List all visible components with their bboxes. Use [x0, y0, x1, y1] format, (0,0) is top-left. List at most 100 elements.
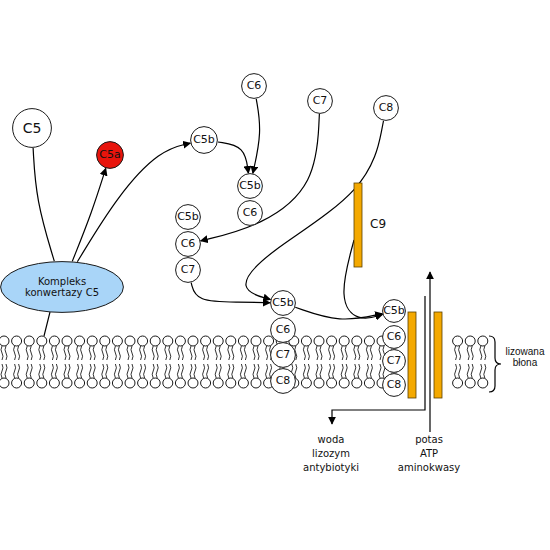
- protein-bar: C9: [354, 183, 362, 267]
- text-holder: C8: [382, 373, 406, 397]
- lipid-head: [163, 378, 173, 388]
- enzyme-complex: Kompleks konwertazy C5: [0, 261, 124, 313]
- lipid-tail: [152, 346, 158, 360]
- complement-protein: C5b: [175, 204, 201, 230]
- circle-shape: [176, 205, 201, 230]
- lipid-head: [24, 378, 34, 388]
- anchor-line: [44, 312, 50, 336]
- influx-arrow: [429, 272, 430, 432]
- protein-label: C7: [181, 264, 196, 277]
- reaction-arrow: [77, 143, 190, 262]
- lipid-head: [314, 378, 324, 388]
- lipid-head: [12, 378, 22, 388]
- text-holder: Kompleks konwertazy C5: [0, 261, 124, 313]
- circle-shape: [374, 96, 399, 121]
- lipid-head: [12, 336, 22, 346]
- lipid-tail: [455, 364, 461, 378]
- lipid-tail: [228, 364, 234, 378]
- lipid-tail: [316, 346, 322, 360]
- lipid-tail: [64, 364, 70, 378]
- lipid-head: [163, 336, 173, 346]
- lipid-tail: [89, 346, 95, 360]
- lipid-head: [478, 378, 488, 388]
- complement-protein: C7: [175, 257, 201, 283]
- text-holder: C7: [175, 257, 201, 283]
- lipid-tail: [354, 364, 360, 378]
- lipid-head: [339, 378, 349, 388]
- lipid-head: [62, 378, 72, 388]
- lipid-tail: [240, 364, 246, 378]
- protein-label: C5b: [239, 180, 261, 193]
- lipid-head: [125, 378, 135, 388]
- lipid-tail: [102, 346, 108, 360]
- transport-label: potas: [389, 434, 469, 445]
- protein-label: C7: [276, 349, 291, 362]
- lipid-tail: [39, 364, 45, 378]
- lipid-tail: [26, 364, 32, 378]
- text-holder: C7: [382, 349, 406, 373]
- protein-label: Kompleks konwertazy C5: [19, 276, 105, 299]
- bracket: [489, 336, 501, 392]
- lipid-tail: [26, 346, 32, 360]
- text-holder: C6: [175, 231, 201, 257]
- anaphylatoxin: C5a: [96, 141, 124, 169]
- lipid-tail: [177, 364, 183, 378]
- lipid-head: [125, 336, 135, 346]
- lipid-head: [0, 378, 9, 388]
- lipid-head: [238, 336, 248, 346]
- text-holder: C5: [12, 108, 52, 148]
- lipid-tail: [215, 346, 221, 360]
- protein-label: C5: [23, 120, 42, 136]
- lipid-head: [175, 378, 185, 388]
- lipid-tail: [114, 364, 120, 378]
- circle-shape: [308, 89, 333, 114]
- circle-shape: [1, 262, 124, 313]
- text-holder: C7: [270, 342, 296, 368]
- lipid-tail: [140, 346, 146, 360]
- lipid-tail: [480, 364, 486, 378]
- lipid-tail: [455, 346, 461, 360]
- lipid-tail: [1, 364, 7, 378]
- lipid-head: [301, 378, 311, 388]
- lipid-tail: [140, 364, 146, 378]
- lipid-tail: [190, 346, 196, 360]
- text-holder: C6: [270, 317, 296, 343]
- lipid-head: [352, 378, 362, 388]
- lipid-head: [226, 378, 236, 388]
- lipid-head: [201, 336, 211, 346]
- lipid-tail: [77, 364, 83, 378]
- lipid-head: [327, 378, 337, 388]
- lipid-head: [478, 336, 488, 346]
- circle-shape: [383, 300, 406, 323]
- reaction-arrow: [218, 142, 249, 173]
- text-holder: C8: [270, 368, 296, 394]
- protein-label: C9: [370, 218, 386, 232]
- lipid-head: [188, 336, 198, 346]
- lipid-tail: [127, 346, 133, 360]
- lipid-tail: [14, 364, 20, 378]
- lipid-head: [49, 378, 59, 388]
- lipid-tail: [266, 364, 272, 378]
- lipid-head: [213, 378, 223, 388]
- lipid-head: [352, 336, 362, 346]
- lipid-head: [453, 378, 463, 388]
- lipid-head: [188, 378, 198, 388]
- circle-shape: [271, 318, 296, 343]
- lipid-tail: [253, 346, 259, 360]
- complement-protein: C8: [270, 368, 296, 394]
- lipid-head: [465, 378, 475, 388]
- lipid-head: [112, 378, 122, 388]
- lipid-head: [100, 336, 110, 346]
- transport-label: antybiotyki: [291, 462, 371, 473]
- text-holder: C7: [307, 88, 333, 114]
- lipid-head: [112, 336, 122, 346]
- protein-label: C8: [379, 102, 394, 115]
- lipid-tail: [127, 364, 133, 378]
- pore-bar: [408, 312, 416, 398]
- circle-shape: [176, 232, 201, 257]
- reaction-arrow: [201, 114, 320, 241]
- lipid-tail: [303, 346, 309, 360]
- complement-protein: C8: [373, 95, 399, 121]
- circle-shape: [271, 343, 296, 368]
- transport-label: woda: [291, 434, 371, 445]
